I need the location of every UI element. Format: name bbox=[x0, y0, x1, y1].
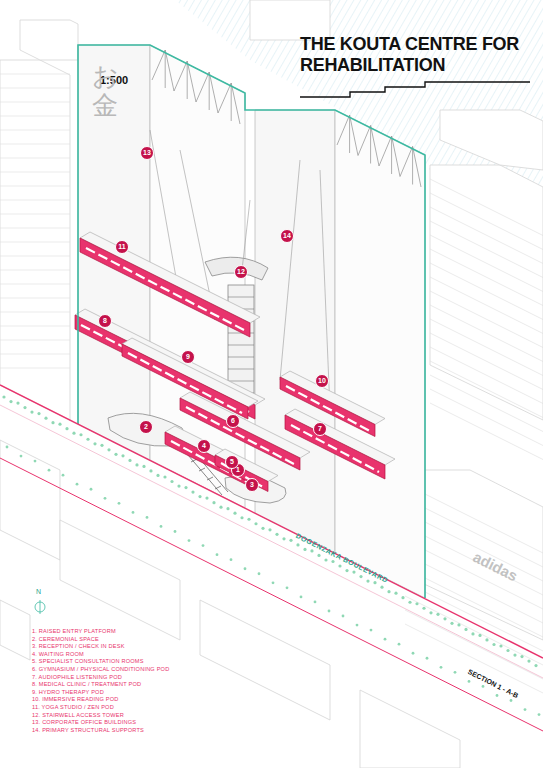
legend-entry: 1. RAISED ENTRY PLATFORM bbox=[32, 628, 116, 635]
callout-number: 12 bbox=[232, 266, 250, 278]
callout-number: 11 bbox=[113, 241, 131, 253]
callout-number: 1 bbox=[229, 464, 247, 476]
callout-number: 3 bbox=[243, 479, 261, 491]
callout-number: 7 bbox=[311, 423, 329, 435]
legend-entry: 5. SPECIALIST CONSULTATION ROOMS bbox=[32, 658, 144, 665]
callout-number: 4 bbox=[195, 440, 213, 452]
callout-number: 9 bbox=[179, 351, 197, 363]
callout-number: 14 bbox=[278, 230, 296, 242]
legend-entry: 6. GYMNASIUM / PHYSICAL CONDITIONING POD bbox=[32, 666, 169, 673]
callout-number: 2 bbox=[137, 421, 155, 433]
callout-pins bbox=[99, 147, 329, 492]
legend-entry: 9. HYDRO THERAPY POD bbox=[32, 689, 104, 696]
section-label: SECTION 1 - A-B bbox=[467, 668, 520, 699]
legend-entry: 14. PRIMARY STRUCTURAL SUPPORTS bbox=[32, 727, 144, 734]
legend-entry: 4. WAITING ROOM bbox=[32, 651, 84, 658]
tower-blocks bbox=[78, 45, 425, 598]
callout-number: 5 bbox=[223, 456, 241, 468]
title-rule bbox=[300, 82, 530, 97]
legend-entry: 3. RECEPTION / CHECK IN DESK bbox=[32, 643, 125, 650]
callout-number: 8 bbox=[96, 315, 114, 327]
callout-number: 13 bbox=[138, 147, 156, 159]
callout-number: 6 bbox=[224, 415, 242, 427]
legend-entry: 12. STAIRWELL ACCESS TOWER bbox=[32, 712, 124, 719]
legend-entry: 7. AUDIOPHILE LISTENING POD bbox=[32, 674, 122, 681]
street-trees bbox=[2, 395, 540, 716]
site-outline bbox=[78, 45, 425, 598]
rehabilitation-pods bbox=[75, 232, 395, 492]
callout-number: 10 bbox=[313, 375, 331, 387]
north-arrow bbox=[40, 600, 41, 614]
north-label: N bbox=[36, 588, 41, 595]
signage-characters: お金 bbox=[92, 62, 118, 119]
legend-entry: 11. YOGA STUDIO / ZEN POD bbox=[32, 704, 114, 711]
legend-entry: 10. IMMERSIVE READING POD bbox=[32, 696, 118, 703]
legend-entry: 13. CORPORATE OFFICE BUILDINGS bbox=[32, 719, 136, 726]
legend-entry: 8. MEDICAL CLINIC / TREATMENT POD bbox=[32, 681, 141, 688]
legend-entry: 2. CEREMONIAL SPACE bbox=[32, 636, 99, 643]
boulevard bbox=[0, 385, 543, 731]
poster-title: THE KOUTA CENTRE FOR REHABILITATION bbox=[300, 34, 536, 76]
